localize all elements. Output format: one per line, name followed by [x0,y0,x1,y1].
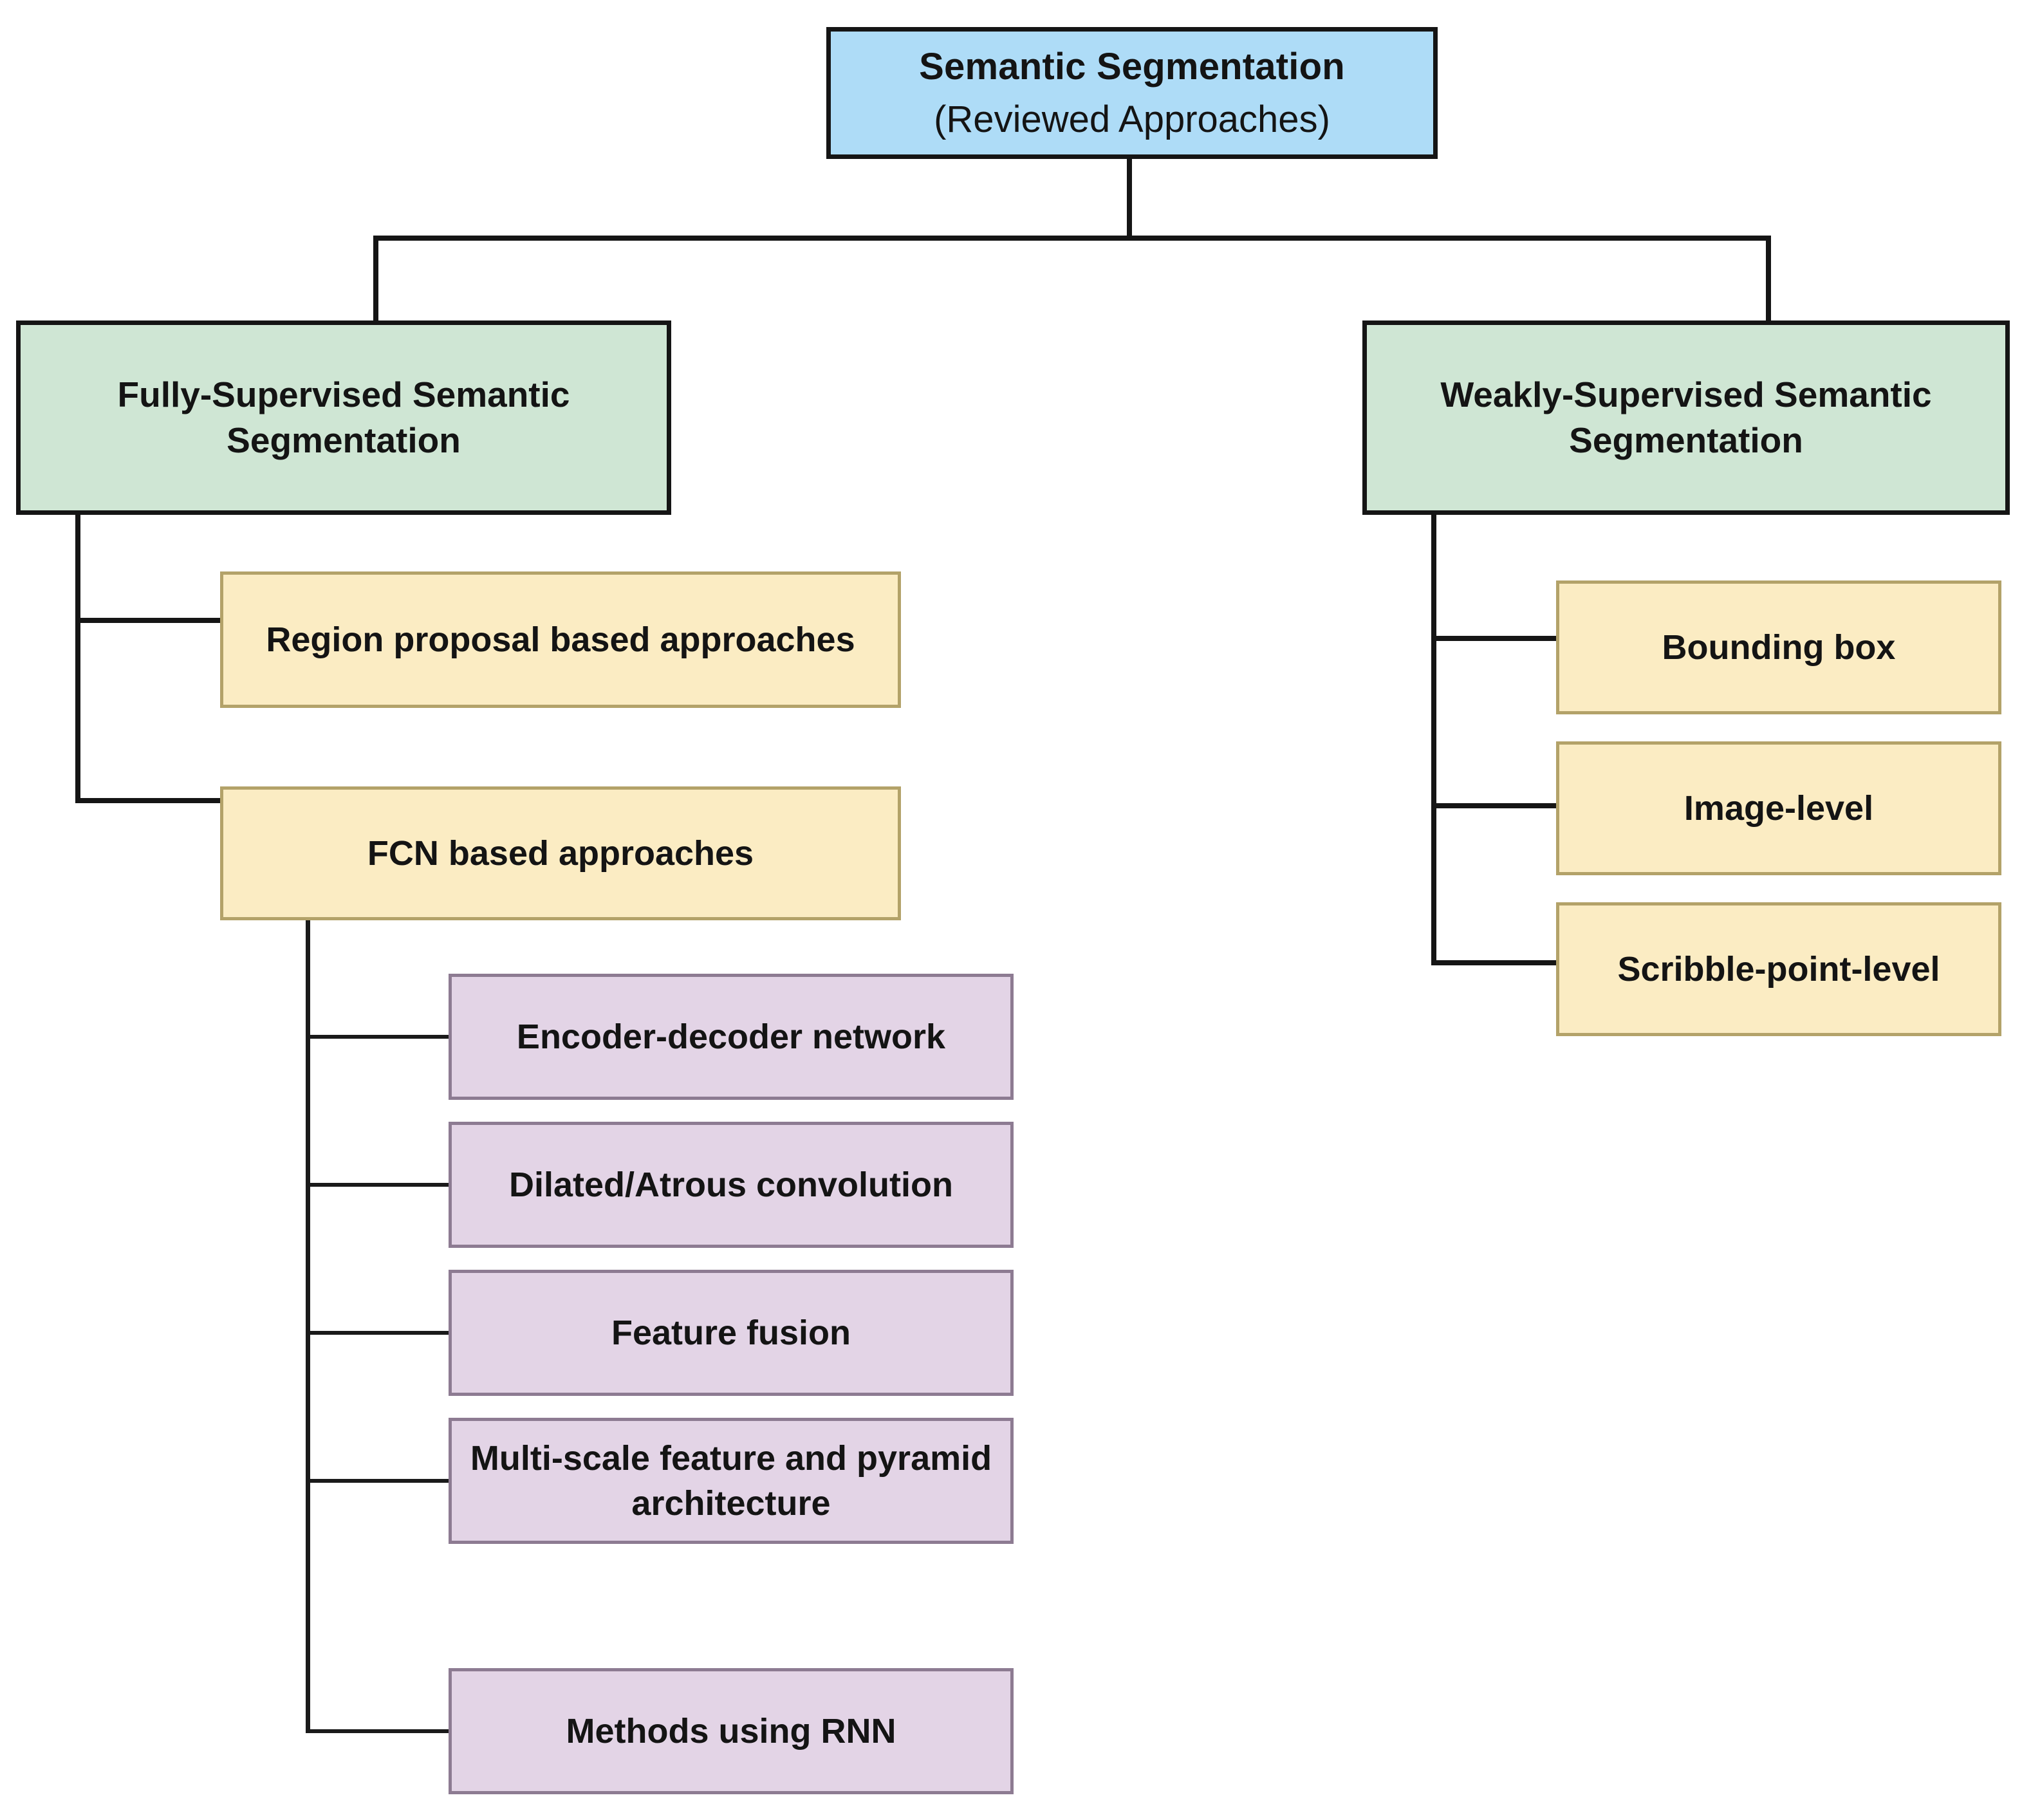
connector-root-to-weakly-supervised [1766,236,1771,322]
node-encoder-decoder[interactable]: Encoder-decoder network [449,974,1014,1100]
node-multi-scale-pyramid-label: Multi-scale feature and pyramid architec… [470,1438,992,1523]
connector-to-multi-scale-pyramid [306,1479,451,1483]
node-root-line1: Semantic Segmentation [919,46,1345,88]
connector-fully-supervised-trunk [75,514,80,803]
node-image-level[interactable]: Image-level [1556,741,2001,875]
connector-to-bounding-box [1431,636,1560,641]
node-dilated-atrous-label: Dilated/Atrous convolution [508,1165,953,1204]
node-scribble-point-level-label: Scribble-point-level [1617,949,1940,989]
connector-to-image-level [1431,803,1560,808]
connector-to-encoder-decoder [306,1035,451,1039]
node-region-proposal-label: Region proposal based approaches [266,620,855,659]
connector-root-to-fully-supervised [373,236,378,322]
connector-root-bar [373,236,1771,241]
node-weakly-supervised[interactable]: Weakly-Supervised Semantic Segmentation [1362,320,2010,515]
node-fully-supervised[interactable]: Fully-Supervised Semantic Segmentation [16,320,671,515]
connector-to-feature-fusion [306,1331,451,1335]
connector-to-region-proposal [75,618,222,623]
node-multi-scale-pyramid[interactable]: Multi-scale feature and pyramid architec… [449,1418,1014,1544]
node-fcn-based[interactable]: FCN based approaches [220,786,901,920]
node-fully-supervised-label: Fully-Supervised Semantic Segmentation [117,374,570,461]
node-image-level-label: Image-level [1683,788,1874,828]
connector-root-stem [1127,158,1132,240]
connector-to-rnn-methods [306,1729,451,1733]
node-scribble-point-level[interactable]: Scribble-point-level [1556,902,2001,1036]
node-rnn-methods-label: Methods using RNN [566,1711,896,1750]
node-rnn-methods[interactable]: Methods using RNN [449,1668,1014,1794]
node-region-proposal[interactable]: Region proposal based approaches [220,571,901,708]
connector-fcn-trunk [306,919,310,1733]
node-fcn-based-label: FCN based approaches [367,833,754,873]
node-weakly-supervised-label: Weakly-Supervised Semantic Segmentation [1440,374,1932,461]
node-root-line2: (Reviewed Approaches) [934,98,1330,140]
connector-to-dilated-atrous [306,1183,451,1187]
connector-to-fcn-based [75,798,222,803]
node-bounding-box-label: Bounding box [1662,627,1896,667]
node-bounding-box[interactable]: Bounding box [1556,580,2001,714]
node-encoder-decoder-label: Encoder-decoder network [516,1017,946,1056]
node-dilated-atrous[interactable]: Dilated/Atrous convolution [449,1122,1014,1248]
node-feature-fusion[interactable]: Feature fusion [449,1270,1014,1396]
connector-to-scribble-point-level [1431,960,1560,965]
node-root[interactable]: Semantic Segmentation (Reviewed Approach… [826,27,1438,159]
node-feature-fusion-label: Feature fusion [611,1313,851,1352]
connector-weakly-supervised-trunk [1431,514,1436,964]
